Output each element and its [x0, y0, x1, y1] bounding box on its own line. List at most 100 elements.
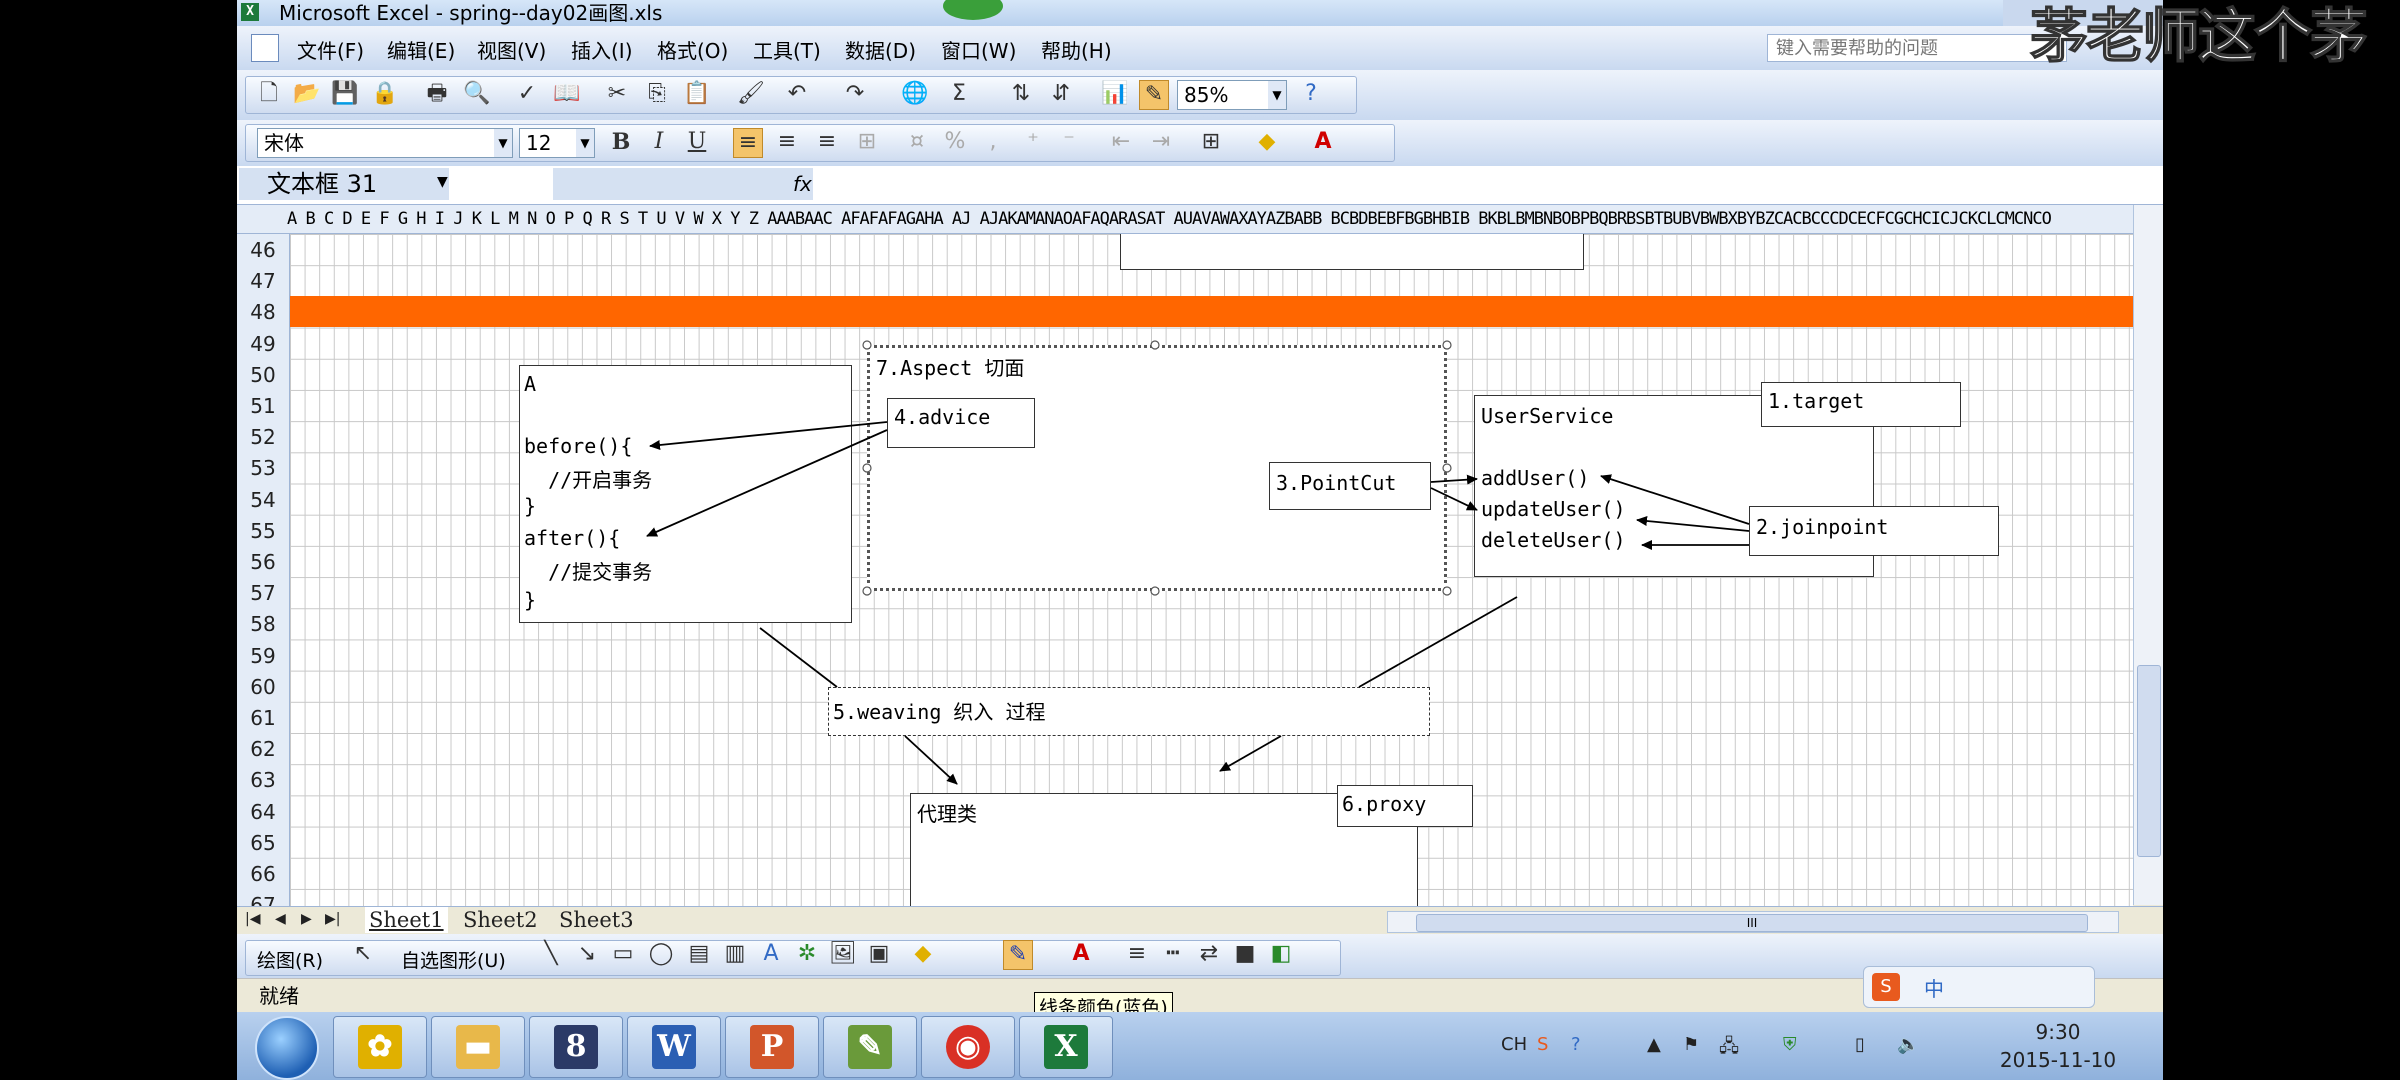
proxy-textbox[interactable]: 6.proxy	[1337, 785, 1473, 827]
new-icon[interactable]: 🗋	[260, 81, 278, 106]
currency-icon[interactable]: ¤	[910, 129, 924, 154]
prev-sheet-icon[interactable]: ◀	[275, 911, 286, 927]
row-header[interactable]: 56	[250, 550, 276, 574]
row-header[interactable]: 50	[250, 362, 276, 387]
taskbar-app-explorer[interactable]: ▬	[431, 1016, 525, 1078]
draw-menu-button[interactable]: 绘图(R)	[257, 950, 324, 972]
align-right-icon[interactable]: ≡	[817, 129, 837, 154]
row-header[interactable]: 57	[250, 581, 276, 606]
taskbar-app-excel[interactable]: X	[1019, 1016, 1113, 1078]
start-orb-icon[interactable]	[255, 1016, 319, 1080]
menu-data[interactable]: 数据(D)	[845, 39, 917, 63]
clipart-icon[interactable]: 🖼	[829, 941, 857, 966]
sheet-tab-2[interactable]: Sheet2	[463, 908, 538, 932]
sum-icon[interactable]: Σ	[952, 81, 966, 106]
taskbar-app-powerpoint[interactable]: P	[725, 1016, 819, 1078]
copy-icon[interactable]: ⎘	[648, 81, 666, 106]
sort-desc-icon[interactable]: ⇵	[1051, 81, 1071, 106]
picture-icon[interactable]: ▣	[868, 941, 890, 966]
row-header[interactable]: 61	[250, 706, 276, 730]
partial-textbox[interactable]	[1120, 234, 1584, 270]
research-icon[interactable]: 📖	[553, 81, 581, 106]
hyperlink-icon[interactable]: 🌐	[901, 81, 929, 106]
row-header[interactable]: 48	[250, 300, 276, 325]
menu-file[interactable]: 文件(F)	[297, 39, 365, 63]
language-indicator[interactable]: CH	[1501, 1034, 1528, 1055]
vertical-textbox-icon[interactable]: ▥	[724, 941, 746, 966]
sogou-icon[interactable]: S	[1872, 973, 1900, 1001]
name-box[interactable]: 文本框 31	[239, 168, 449, 200]
save-icon[interactable]: 💾	[331, 81, 359, 106]
help-tray-icon[interactable]: ?	[1571, 1034, 1581, 1055]
fill-color-icon[interactable]: ◆	[1258, 129, 1276, 154]
border-icon[interactable]: ⊞	[1201, 129, 1221, 154]
joinpoint-textbox[interactable]: 2.joinpoint	[1749, 506, 1999, 556]
row-header[interactable]: 66	[250, 862, 276, 886]
sheet-tab-1[interactable]: Sheet1	[365, 907, 448, 933]
menu-help[interactable]: 帮助(H)	[1041, 39, 1112, 63]
undo-icon[interactable]: ↶	[787, 81, 807, 106]
row-header[interactable]: 60	[250, 674, 276, 699]
sort-asc-icon[interactable]: ⇅	[1011, 81, 1031, 106]
comma-icon[interactable]: ,	[989, 129, 997, 154]
bold-button[interactable]: B	[611, 129, 631, 155]
arrow-tool-icon[interactable]: ↖	[353, 941, 373, 966]
percent-button[interactable]: %	[944, 129, 966, 154]
document-menu-icon[interactable]	[251, 34, 279, 62]
menu-edit[interactable]: 编辑(E)	[387, 39, 456, 63]
decrease-indent-icon[interactable]: ⇤	[1111, 129, 1131, 154]
row-header[interactable]: 62	[250, 737, 276, 762]
menu-insert[interactable]: 插入(I)	[571, 39, 633, 63]
italic-button[interactable]: I	[654, 129, 664, 154]
arrow-style-icon[interactable]: ⇄	[1199, 941, 1219, 966]
shield-icon[interactable]: ⛨	[1783, 1034, 1797, 1055]
menu-window[interactable]: 窗口(W)	[941, 39, 1017, 63]
taskbar-app-chrome[interactable]: ◉	[921, 1016, 1015, 1078]
taskbar-app-eclipse[interactable]: 8	[529, 1016, 623, 1078]
arrow-line-icon[interactable]: ↘	[577, 941, 597, 966]
row-header[interactable]: 51	[250, 394, 276, 418]
class-a-textbox[interactable]: A before(){ //开启事务 } after(){ //提交事务 }	[519, 365, 852, 623]
help-icon[interactable]: ?	[1305, 81, 1317, 106]
font-size-select[interactable]: 12▼	[519, 128, 595, 158]
function-button[interactable]: fx	[553, 168, 813, 200]
row-header[interactable]: 63	[250, 768, 276, 793]
drawing-toggle-icon[interactable]: ✎	[1139, 80, 1169, 110]
row-header[interactable]: 54	[250, 487, 276, 512]
volume-icon[interactable]: 🔈	[1897, 1034, 1920, 1055]
ime-mode[interactable]: 中	[1924, 977, 1944, 1001]
textbox-icon[interactable]: ▤	[688, 941, 710, 966]
weaving-textbox[interactable]: 5.weaving 织入 过程	[828, 687, 1430, 736]
menu-format[interactable]: 格式(O)	[657, 39, 729, 63]
underline-button[interactable]: U	[687, 129, 707, 154]
row-header[interactable]: 52	[250, 425, 276, 450]
row-header[interactable]: 47	[250, 269, 276, 294]
shadow-icon[interactable]: ■	[1234, 941, 1256, 966]
line-icon[interactable]: ╲	[544, 941, 558, 966]
spelling-icon[interactable]: ✓	[517, 81, 537, 106]
taskbar-app-notepad[interactable]: ✎	[823, 1016, 917, 1078]
menu-tools[interactable]: 工具(T)	[753, 39, 821, 63]
system-clock[interactable]: 9:30 2015-11-10	[1993, 1018, 2123, 1074]
network-icon[interactable]: 🖧	[1719, 1036, 1740, 1057]
rectangle-icon[interactable]: ▭	[612, 941, 634, 966]
menu-view[interactable]: 视图(V)	[477, 39, 547, 63]
open-icon[interactable]: 📂	[293, 81, 321, 106]
taskbar-app-pinwheel[interactable]: ✿	[333, 1016, 427, 1078]
oval-icon[interactable]: ◯	[648, 941, 674, 966]
row-header[interactable]: 64	[250, 799, 276, 824]
row-header[interactable]: 55	[250, 518, 276, 543]
row-header[interactable]: 65	[250, 830, 276, 855]
first-sheet-icon[interactable]: |◀	[245, 911, 261, 927]
align-left-icon[interactable]: ≡	[733, 128, 763, 158]
font-color-icon[interactable]: A	[1314, 129, 1332, 154]
chevron-down-icon[interactable]: ▼	[494, 129, 512, 157]
format-painter-icon[interactable]: 🖌	[737, 81, 765, 106]
target-textbox[interactable]: 1.target	[1761, 382, 1961, 427]
chart-wizard-icon[interactable]: 📊	[1101, 81, 1129, 106]
help-search-input[interactable]: 键入需要帮助的问题	[1767, 34, 2067, 62]
decrease-decimal-icon[interactable]: ⁻	[1063, 129, 1075, 154]
wordart-icon[interactable]: A	[763, 941, 779, 966]
fill-color-icon[interactable]: ◆	[914, 941, 932, 966]
chevron-down-icon[interactable]: ▼	[1268, 81, 1286, 109]
